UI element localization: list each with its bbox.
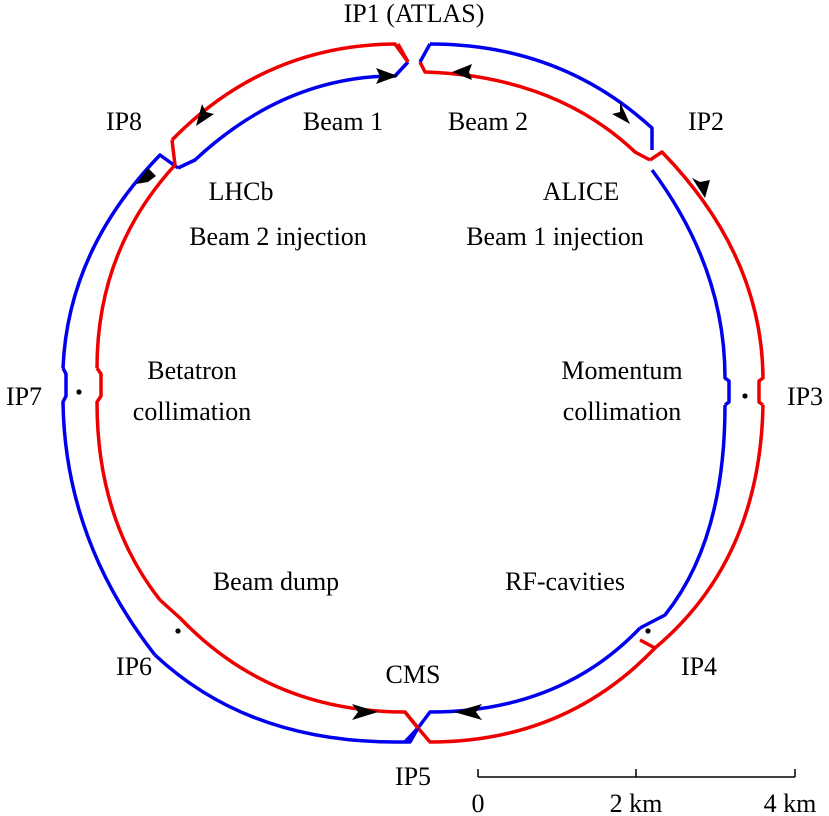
beam2-arc-ip2-ip3 [649,150,765,407]
beam2-arc-ip3-ip4 [639,404,765,650]
label-beam2: Beam 2 [448,107,528,136]
label-lhcb: LHCb [209,177,274,206]
beam2-arc-ip8-ip1 [170,42,410,142]
beam2-arc-ip1-ip2 [418,61,651,162]
direction-arrows [136,64,710,720]
beam1-arc-ip5-ip6 [153,653,420,744]
beam1-arc-ip4-ip5 [416,626,642,730]
beam1-arc-ip1-ip2 [429,42,654,150]
beam1-arc-ip6-ip7 [61,367,157,657]
dot-ip7 [76,389,82,395]
beam1-arc-ip7-ip8 [61,153,180,369]
label-ip2: IP2 [688,107,724,136]
label-ip1: IP1 (ATLAS) [344,0,485,28]
dot-ip3 [742,393,748,399]
beam1-arc-ip3-ip4 [639,404,727,630]
ip-dots [76,389,748,634]
label-beam1-injection: Beam 1 injection [466,222,644,251]
beam1-arc-ip8-ip1 [177,60,410,170]
arrow-beam1-ip2 [612,102,630,124]
scale-bar [477,769,796,778]
beam2-arc-ip4-ip5 [416,646,657,744]
dot-ip6 [175,628,181,634]
beam2-arc-ip5-ip6 [158,598,420,730]
label-betatron: Betatron [147,356,237,385]
arrow-beam2-ip5 [352,704,378,720]
label-ip6: IP6 [116,652,152,681]
label-ip7: IP7 [6,382,42,411]
crossing-ip1 [396,43,432,63]
beam2-arc-ip6-ip7 [95,367,162,602]
arrow-beam1-ip5 [454,704,482,720]
scale-label-0: 0 [472,789,485,816]
label-alice: ALICE [543,177,620,206]
arrow-beam2-ip1 [452,64,472,80]
beam2-arc-ip7-ip8 [95,139,177,369]
arrow-beam1-ip1 [376,68,398,84]
arrow-beam2-ip2 [692,178,710,198]
arrow-beam2-ip8 [196,104,214,126]
label-ip3: IP3 [787,382,823,411]
crossing-ip5 [403,710,420,744]
label-beam2-injection: Beam 2 injection [189,222,367,251]
label-momentum: Momentum [561,356,682,385]
label-momentum-collimation: collimation [563,397,681,426]
label-ip5: IP5 [395,762,431,791]
scale-label-4km: 4 km [764,789,817,816]
label-ip8: IP8 [106,107,142,136]
label-betatron-collimation: collimation [133,397,251,426]
label-cms: CMS [386,660,441,689]
label-ip4: IP4 [681,652,717,681]
arrow-beam1-ip8 [136,168,156,184]
label-beam-dump: Beam dump [213,567,339,596]
beam1-ring [61,42,731,744]
label-beam1: Beam 1 [303,107,383,136]
beam2-ring [95,42,765,744]
label-rf-cavities: RF-cavities [505,567,625,596]
beam1-arc-ip2-ip3 [650,168,731,407]
scale-label-2km: 2 km [610,789,663,816]
dot-ip4 [645,628,651,634]
